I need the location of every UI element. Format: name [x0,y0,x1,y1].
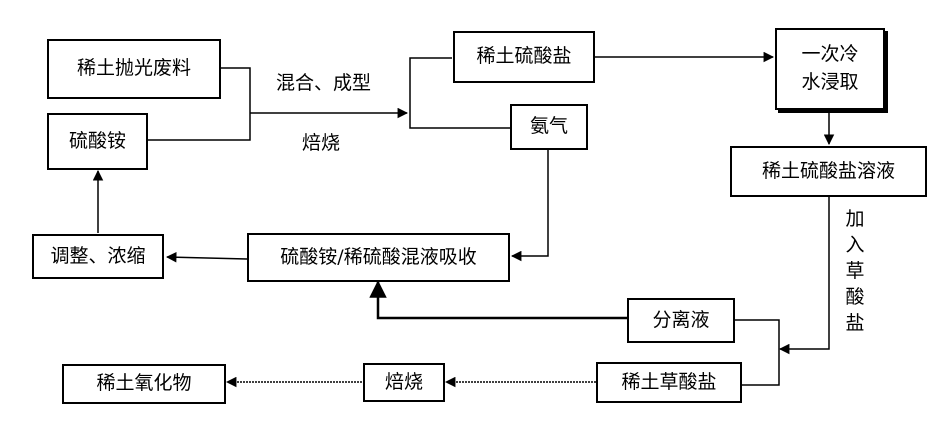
edge-label-add-oxalate: 加入草酸盐 [845,208,865,334]
split-to-re-sulfate-line [409,57,452,113]
node-rare-earth-oxalate: 稀土草酸盐 [596,362,742,403]
split-to-ammonia-line [409,113,510,129]
waste-to-merge-line [220,67,251,113]
ammonia-to-absorb-arrow [510,148,549,262]
node-rare-earth-polishing-waste: 稀土抛光废料 [47,39,221,99]
node-rare-earth-sulfate: 稀土硫酸盐 [453,31,595,83]
node-absorption: 硫酸铵/稀硫酸混液吸收 [247,233,510,282]
solution-to-oxalate-arrow [778,197,830,355]
oxalate-to-separated-line [735,319,780,386]
ammonium-sulfate-to-merge-line [147,113,251,141]
node-cold-water-leaching: 一次冷 水浸取 [775,28,885,110]
node-rare-earth-sulfate-solution: 稀土硫酸盐溶液 [730,146,927,197]
edge-label-roast: 焙烧 [302,132,341,154]
node-adjust-concentrate: 调整、浓缩 [32,234,164,279]
node-ammonium-sulfate: 硫酸铵 [47,113,148,170]
separated-to-absorb-arrow [369,280,627,320]
node-ammonia: 氨气 [510,104,588,150]
node-rare-earth-oxide: 稀土氧化物 [62,364,226,404]
absorb-to-adjust-arrow [165,251,248,263]
edge-label-mix-shape: 混合、成型 [276,72,372,94]
node-separated-liquid: 分离液 [627,298,735,343]
node-roasting: 焙烧 [363,363,445,402]
